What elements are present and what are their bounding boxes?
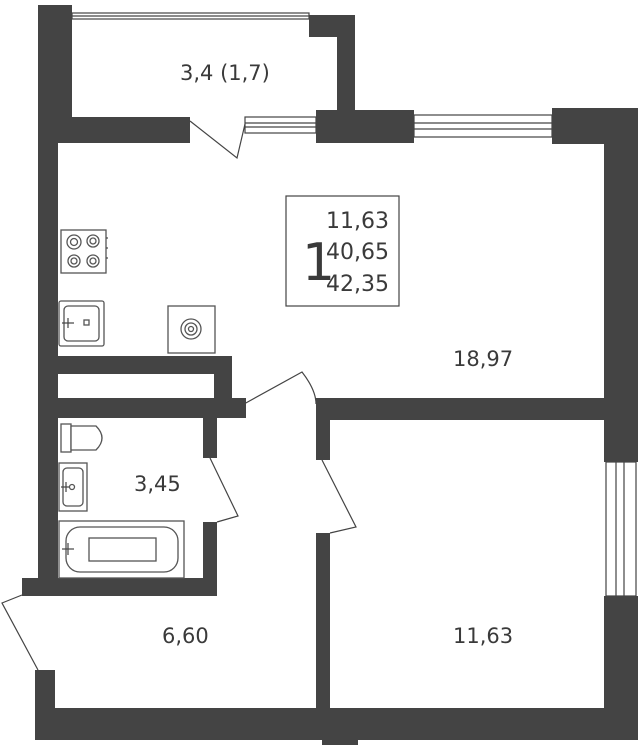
top-wall-middle <box>316 110 414 143</box>
stove-icon <box>60 229 108 274</box>
living-bedroom-wall <box>316 398 604 420</box>
bath-bottom-wall <box>22 578 217 596</box>
balcony-right-wall <box>337 15 355 115</box>
balcony-door-window <box>244 116 317 134</box>
entrance-door <box>1 594 39 671</box>
doors <box>1 120 357 671</box>
bedroom-area-label: 11,63 <box>453 624 513 648</box>
hall-left-wall <box>35 670 55 740</box>
top-wall-left <box>38 117 190 143</box>
bathroom-door <box>209 457 239 523</box>
partition-upper <box>38 356 232 374</box>
summary-total-with-balcony: 42,35 <box>326 272 389 297</box>
toilet-icon <box>60 423 103 453</box>
living-window <box>413 114 553 138</box>
kitchen-sink-icon <box>58 300 105 347</box>
windows <box>71 12 637 597</box>
fixtures <box>58 229 216 579</box>
partition-upper-end <box>214 356 232 398</box>
hall-area-label: 6,60 <box>162 624 209 648</box>
walls <box>22 5 638 745</box>
summary-frame <box>285 195 400 307</box>
room-labels: 3,4 (1,7) 18,97 3,45 6,60 11,63 <box>134 61 513 648</box>
bath-right-wall-bottom <box>203 522 217 596</box>
rooms-count: 1 <box>302 233 335 293</box>
right-wall-upper <box>604 108 638 462</box>
outer-left-wall <box>38 5 58 595</box>
bathroom-area-label: 3,45 <box>134 472 181 496</box>
bedroom-left-wall-bottom <box>316 533 330 740</box>
summary-living-area: 11,63 <box>326 209 389 234</box>
bath-right-wall-top <box>203 418 217 458</box>
apartment-summary: 1 11,63 40,65 42,35 <box>285 195 400 307</box>
living-door <box>243 371 317 405</box>
boiler-icon <box>167 305 216 354</box>
bathtub-icon <box>58 520 185 579</box>
balcony-left-pier <box>38 5 72 117</box>
balcony-door <box>189 120 246 160</box>
partition-lower <box>38 398 246 418</box>
kitchen-living-area-label: 18,97 <box>453 347 513 371</box>
bottom-wall-step <box>322 708 358 745</box>
balcony-area-label: 3,4 (1,7) <box>180 61 270 85</box>
bedroom-left-wall-top <box>316 398 330 460</box>
bathroom-sink-icon <box>58 462 88 512</box>
bedroom-window <box>605 461 637 597</box>
summary-total-area: 40,65 <box>326 240 389 265</box>
bedroom-door <box>321 459 357 534</box>
